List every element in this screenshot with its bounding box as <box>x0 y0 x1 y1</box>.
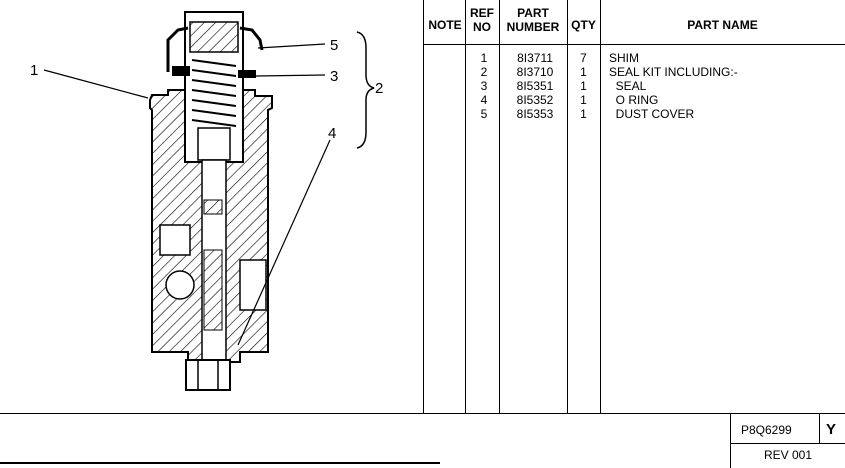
header-part-name: PART NAME <box>687 18 758 32</box>
footer-rule <box>0 462 440 464</box>
row-ref: 1 <box>480 51 488 65</box>
seal-right <box>238 70 256 78</box>
table-row: 3 8I5351 1 SEAL <box>423 79 845 93</box>
leader-line-1 <box>43 69 149 99</box>
row-part-name: SEAL <box>609 79 647 93</box>
footer-identifier-box: P8Q6299 Y REV 001 <box>730 413 845 468</box>
footer-identifier: P8Q6299 <box>741 423 792 437</box>
table-rows: 1 8I3711 7 SHIM 2 8I3710 1 SEAL KIT INCL… <box>423 51 845 121</box>
header-qty: QTY <box>571 18 596 32</box>
leader-line-5 <box>257 43 326 49</box>
row-qty: 7 <box>580 51 587 65</box>
footer-letter: Y <box>826 421 837 438</box>
table-row: 1 8I3711 7 SHIM <box>423 51 845 65</box>
row-ref: 2 <box>480 65 488 79</box>
row-part-name: DUST COVER <box>609 107 695 121</box>
bottom-nut <box>185 359 231 391</box>
header-part-number: PART NUMBER <box>499 6 567 34</box>
table-row: 4 8I5352 1 O RING <box>423 93 845 107</box>
dust-cover <box>166 26 264 72</box>
spool-section <box>203 199 223 215</box>
header-note: NOTE <box>428 18 462 32</box>
footer-revision: REV 001 <box>764 448 813 462</box>
row-qty: 1 <box>580 65 587 79</box>
row-qty: 1 <box>580 79 587 93</box>
leader-line-4 <box>237 139 331 346</box>
row-ref: 3 <box>480 79 488 93</box>
lower-spool <box>203 249 223 331</box>
header-ref-line1: REF <box>470 6 494 20</box>
header-pn-line1: PART <box>517 6 549 20</box>
table-row: 2 8I3710 1 SEAL KIT INCLUDING:- <box>423 65 845 79</box>
col-divider-qty <box>600 0 601 414</box>
callout-5: 5 <box>330 37 338 54</box>
callout-3: 3 <box>330 68 338 85</box>
seal <box>172 66 190 76</box>
ball-check <box>165 270 195 300</box>
row-ref: 5 <box>480 107 488 121</box>
row-qty: 1 <box>580 93 587 107</box>
parts-table: NOTE REF NO PART NUMBER QTY PART NAME 1 … <box>423 0 845 414</box>
row-part-number: 8I3710 <box>516 65 554 79</box>
table-row: 5 8I5353 1 DUST COVER <box>423 107 845 121</box>
leader-line-3 <box>255 74 326 77</box>
row-part-name: O RING <box>609 93 659 107</box>
valve-cross-section-drawing: 1 5 3 2 4 <box>0 0 424 412</box>
footer-divider <box>819 413 820 443</box>
side-port-left <box>159 224 191 256</box>
row-ref: 4 <box>480 93 488 107</box>
header-ref-no: REF NO <box>465 6 499 34</box>
header-pn-line2: NUMBER <box>506 20 560 34</box>
col-divider-pn <box>567 0 568 414</box>
header-ref-line2: NO <box>473 20 491 34</box>
callout-2: 2 <box>375 80 383 97</box>
row-part-number: 8I5351 <box>516 79 554 93</box>
callout-1: 1 <box>30 62 38 79</box>
piston <box>197 127 231 161</box>
row-part-name: SHIM <box>609 51 639 65</box>
col-divider-ref <box>499 0 500 414</box>
valve-cross-section-svg: 1 5 3 2 4 <box>30 11 383 391</box>
footer-hline <box>731 443 845 444</box>
row-part-name: SEAL KIT INCLUDING:- <box>609 65 738 79</box>
brace-2 <box>356 31 375 149</box>
page-baseline <box>0 413 845 414</box>
spring-coils <box>191 59 237 127</box>
row-part-number: 8I5352 <box>516 93 554 107</box>
callout-4: 4 <box>328 125 336 142</box>
col-divider-note <box>465 0 466 414</box>
side-port-right <box>239 259 267 311</box>
table-border-left <box>423 0 424 414</box>
row-qty: 1 <box>580 107 587 121</box>
row-part-number: 8I3711 <box>517 51 553 65</box>
spring-cap <box>189 21 239 53</box>
row-part-number: 8I5353 <box>516 107 554 121</box>
header-underline <box>423 44 845 45</box>
